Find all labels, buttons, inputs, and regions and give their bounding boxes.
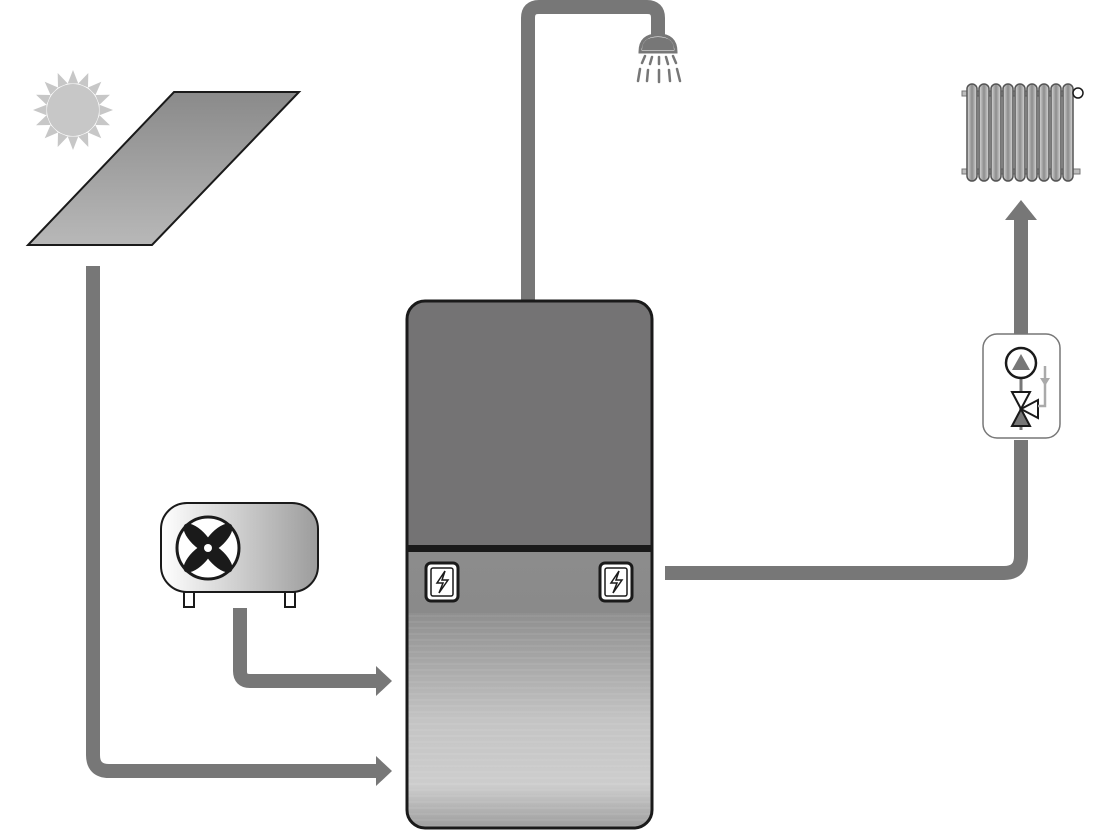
- sun-icon: [33, 70, 113, 150]
- sun-ray: [44, 125, 58, 139]
- pump-icon: [1004, 346, 1038, 380]
- radiator-fin: [1026, 83, 1038, 182]
- sun-ray: [33, 104, 47, 116]
- heating-element-right: [598, 561, 634, 603]
- sun-ray: [36, 94, 51, 105]
- radiator-icon: [961, 83, 1084, 182]
- sun-ray: [36, 115, 51, 126]
- radiator-fin: [1038, 83, 1050, 182]
- heating-element-left: [424, 561, 460, 603]
- radiator-fin: [990, 83, 1002, 182]
- heat-pump-pipe: [233, 608, 378, 688]
- arrow-heatpump-to-tank: [376, 666, 392, 696]
- shower-icon: [636, 33, 682, 84]
- fan-icon: [175, 515, 241, 581]
- sun-ray: [95, 115, 110, 126]
- sun-ray: [78, 132, 89, 147]
- sun-ray: [78, 73, 89, 88]
- radiator-fin: [978, 83, 990, 182]
- storage-tank: [405, 299, 654, 830]
- pump-mixing-group: [982, 333, 1061, 439]
- radiator-fin: [1014, 83, 1026, 182]
- radiator-fin: [1050, 83, 1062, 182]
- radiator-fin: [966, 83, 978, 182]
- arrow-solar-to-tank: [376, 756, 392, 786]
- sun-ray: [44, 81, 58, 95]
- solar-panel-icon: [25, 91, 302, 246]
- flow-arrows: [376, 200, 1037, 786]
- arrow-to-radiator: [1005, 200, 1037, 220]
- solar-return-pipe: [86, 266, 378, 778]
- lightning-icon: [609, 570, 624, 594]
- radiator-fin: [1062, 83, 1074, 182]
- pipes: [86, 0, 1028, 778]
- sun-ray: [57, 132, 68, 147]
- sun-ray: [67, 70, 79, 84]
- heat-pump: [160, 502, 319, 608]
- sun-ray: [88, 125, 102, 139]
- sun-ray: [57, 73, 68, 88]
- radiator-fin: [1002, 83, 1014, 182]
- shower-supply-pipe: [521, 0, 665, 301]
- sun-ray: [99, 104, 113, 116]
- lightning-icon: [435, 570, 450, 594]
- sun-ray: [88, 81, 102, 95]
- sun-ray: [95, 94, 110, 105]
- heating-circuit-pipe: [665, 440, 1028, 580]
- sun-ray: [67, 136, 79, 150]
- mixing-valve-icon: [1010, 391, 1039, 427]
